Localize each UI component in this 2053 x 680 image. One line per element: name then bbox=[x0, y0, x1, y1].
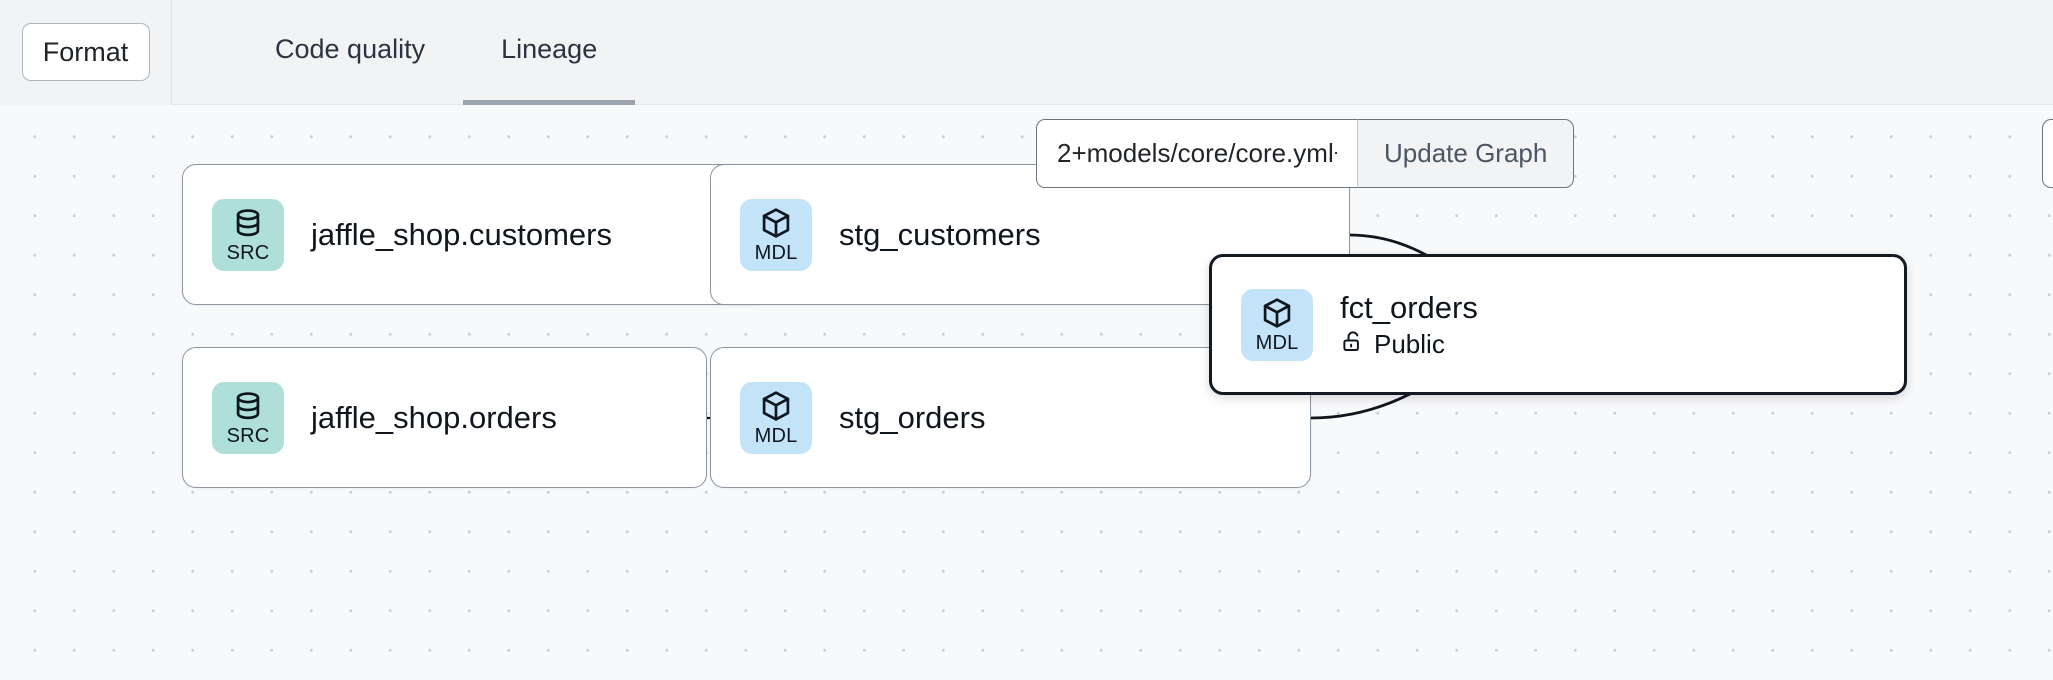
update-graph-button[interactable]: Update Graph bbox=[1358, 119, 1575, 188]
cube-icon bbox=[1260, 296, 1294, 330]
node-body: fct_orders Public bbox=[1340, 290, 1478, 360]
model-badge-label: MDL bbox=[1255, 332, 1299, 354]
database-icon bbox=[231, 389, 265, 423]
graph-selector-toolbar: Update Graph bbox=[1036, 119, 1575, 188]
node-title: jaffle_shop.orders bbox=[311, 399, 557, 435]
tab-lineage[interactable]: Lineage bbox=[463, 0, 636, 105]
node-title: stg_customers bbox=[839, 216, 1041, 252]
source-badge-label: SRC bbox=[226, 425, 270, 447]
lineage-canvas[interactable]: SRC jaffle_shop.customers MDL stg_custo bbox=[0, 105, 2053, 680]
node-title: stg_orders bbox=[839, 399, 986, 435]
node-title: fct_orders bbox=[1340, 289, 1478, 325]
lineage-node-jaffle-shop-customers[interactable]: SRC jaffle_shop.customers bbox=[182, 164, 766, 305]
cube-icon bbox=[759, 206, 793, 240]
node-body: stg_customers bbox=[839, 217, 1041, 253]
graph-selector-input[interactable] bbox=[1036, 119, 1358, 188]
tab-bar: Code quality Lineage bbox=[172, 0, 636, 105]
tab-code-quality[interactable]: Code quality bbox=[275, 34, 426, 64]
lineage-node-fct-orders[interactable]: MDL fct_orders Public bbox=[1209, 254, 1907, 395]
model-badge: MDL bbox=[740, 381, 812, 454]
model-badge-label: MDL bbox=[754, 425, 798, 447]
unlock-icon bbox=[1340, 329, 1365, 359]
lineage-node-jaffle-shop-orders[interactable]: SRC jaffle_shop.orders bbox=[182, 347, 707, 488]
model-badge: MDL bbox=[1241, 288, 1313, 361]
source-badge: SRC bbox=[212, 381, 284, 454]
source-badge-label: SRC bbox=[226, 242, 270, 264]
node-title: jaffle_shop.customers bbox=[311, 216, 612, 252]
toolbar-header: Format Code quality Lineage bbox=[0, 0, 2053, 105]
model-badge-label: MDL bbox=[754, 242, 798, 264]
source-badge: SRC bbox=[212, 198, 284, 271]
model-badge: MDL bbox=[740, 198, 812, 271]
format-button-container: Format bbox=[0, 0, 172, 105]
node-visibility: Public bbox=[1340, 329, 1478, 359]
node-body: jaffle_shop.orders bbox=[311, 400, 557, 436]
overflow-toolbar-button[interactable] bbox=[2042, 119, 2053, 188]
node-visibility-label: Public bbox=[1374, 329, 1445, 360]
format-button[interactable]: Format bbox=[21, 23, 150, 81]
node-body: jaffle_shop.customers bbox=[311, 217, 612, 253]
node-body: stg_orders bbox=[839, 400, 985, 436]
cube-icon bbox=[759, 389, 793, 423]
database-icon bbox=[231, 206, 265, 240]
